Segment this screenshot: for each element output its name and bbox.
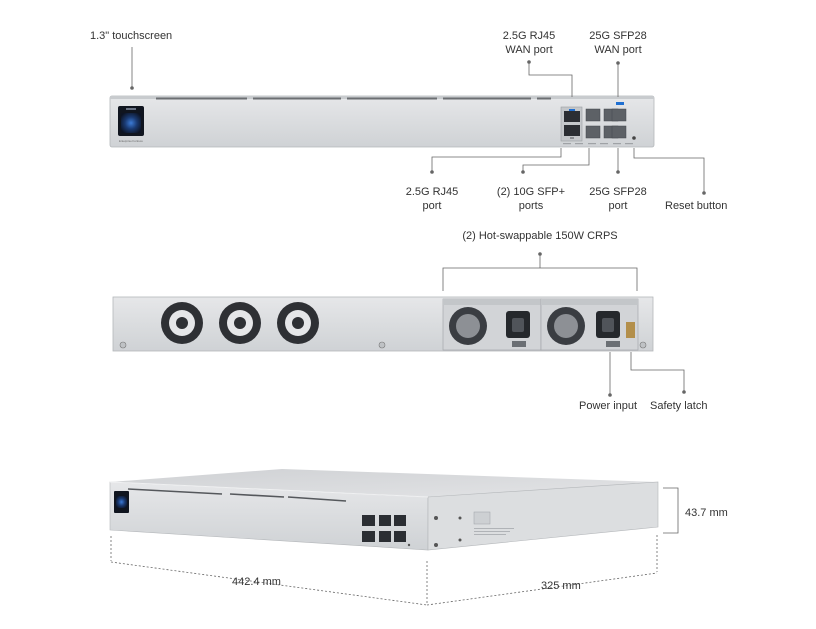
psu-module[interactable] — [442, 298, 542, 351]
rj45-wan-label-line1: 2.5G RJ45 — [502, 30, 556, 42]
reset-button[interactable] — [632, 136, 636, 140]
rj45-port-label-line1: 2.5G RJ45 — [405, 186, 459, 198]
ports-3d — [362, 515, 406, 542]
crps-label: (2) Hot-swappable 150W CRPS — [462, 230, 618, 242]
sfp28-port-label: 25G SFP28 port — [578, 185, 658, 213]
sfp-cages[interactable] — [585, 108, 627, 139]
rj45-ports[interactable] — [560, 106, 583, 142]
rear-leader-lines — [442, 254, 685, 395]
touchscreen-3d — [114, 491, 129, 513]
safety-latch-label: Safety latch — [650, 400, 708, 412]
power-input-label: Power input — [579, 400, 638, 412]
sfp28-wan-label-line1: 25G SFP28 — [589, 30, 647, 42]
sfp28-wan-label-line2: WAN port — [594, 44, 642, 56]
rj45-wan-label: 2.5G RJ45 WAN port — [489, 29, 569, 57]
width-dimension-label: 442.4 mm — [232, 576, 281, 588]
sfp-plus-label-line1: (2) 10G SFP+ — [496, 186, 566, 198]
screen-model-text: Enterprise Fortress — [119, 139, 143, 143]
touchscreen-label: 1.3" touchscreen — [90, 30, 173, 42]
rj45-port-label: 2.5G RJ45 port — [399, 185, 465, 213]
sfp28-port-label-line1: 25G SFP28 — [589, 186, 647, 198]
chassis-3d — [109, 469, 659, 551]
psu-module[interactable] — [540, 298, 639, 351]
fan-icon — [277, 302, 319, 344]
ground-screw-icon — [119, 341, 647, 349]
safety-latch[interactable] — [626, 322, 635, 338]
sfp28-wan-label: 25G SFP28 WAN port — [578, 29, 658, 57]
front-panel: Enterprise Fortress — [109, 95, 655, 148]
rj45-port-label-line2: port — [422, 200, 442, 212]
sfp-plus-label-line2: ports — [518, 200, 544, 212]
sfp-plus-label: (2) 10G SFP+ ports — [488, 185, 574, 213]
depth-dimension-label: 325 mm — [541, 580, 581, 592]
height-dimension-label: 43.7 mm — [685, 507, 728, 519]
rear-panel — [112, 296, 654, 352]
touchscreen[interactable] — [118, 106, 144, 136]
fan-icon — [219, 302, 261, 344]
fan-icon — [161, 302, 203, 344]
front-leader-lines — [131, 47, 705, 193]
reset-button-label: Reset button — [665, 200, 728, 212]
dimension-lines — [110, 487, 679, 606]
sfp28-port-label-line2: port — [608, 200, 628, 212]
rj45-wan-label-line2: WAN port — [505, 44, 553, 56]
